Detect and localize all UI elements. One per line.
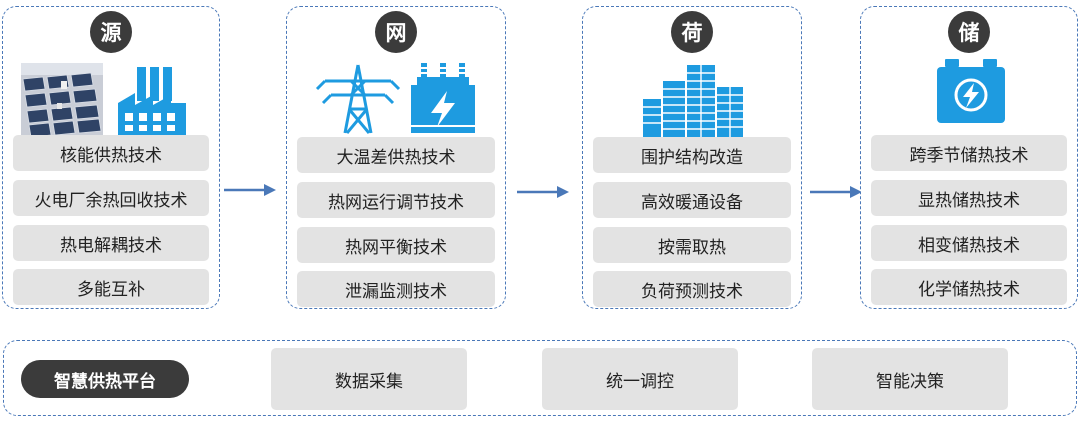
platform-feature: 统一调控 [542, 348, 738, 410]
stage-badge-storage: 储 [948, 11, 990, 53]
battery-storage-icon [937, 59, 1005, 123]
stage-source-panel: 源 [2, 6, 220, 309]
stage-badge-load: 荷 [671, 11, 713, 53]
tech-item: 泄漏监测技术 [297, 271, 495, 307]
tech-item: 核能供热技术 [13, 135, 209, 171]
flow-arrow-icon [224, 184, 276, 196]
tech-item: 热网平衡技术 [297, 227, 495, 263]
smart-heating-platform-panel: 智慧供热平台 数据采集 统一调控 智能决策 [3, 340, 1077, 416]
stage-storage-panel: 储 跨季节储热技术 显热储热技术 相变储热技术 化学储热技术 [860, 6, 1078, 309]
tech-item: 多能互补 [13, 269, 209, 305]
tech-item: 围护结构改造 [593, 137, 791, 173]
tech-item: 按需取热 [593, 227, 791, 263]
stage-badge-grid: 网 [375, 11, 417, 53]
tech-item: 火电厂余热回收技术 [13, 180, 209, 216]
transformer-icon [411, 63, 475, 133]
stage-storage-icons [861, 59, 1077, 135]
stage-grid-panel: 网 [286, 6, 506, 309]
city-buildings-icon [643, 65, 743, 137]
stage-grid-icons [287, 59, 505, 135]
tech-item: 高效暖通设备 [593, 182, 791, 218]
stage-source-icons [3, 59, 219, 137]
tech-item: 化学储热技术 [871, 269, 1067, 305]
stage-load-panel: 荷 围护结构改造 高效暖通设备 按需取热 负 [582, 6, 802, 309]
tech-item: 显热储热技术 [871, 180, 1067, 216]
tech-item: 跨季节储热技术 [871, 135, 1067, 171]
stage-badge-source: 源 [90, 11, 132, 53]
platform-title: 智慧供热平台 [21, 360, 189, 398]
stage-load-icons [583, 59, 801, 137]
platform-feature: 智能决策 [812, 348, 1008, 410]
tech-item: 热网运行调节技术 [297, 182, 495, 218]
flow-arrow-icon [517, 186, 569, 198]
factory-icon [118, 67, 186, 135]
tech-item: 大温差供热技术 [297, 137, 495, 173]
platform-feature: 数据采集 [271, 348, 467, 410]
tech-item: 负荷预测技术 [593, 271, 791, 307]
flow-arrow-icon [810, 186, 862, 198]
tech-item: 相变储热技术 [871, 225, 1067, 261]
solar-panel-field-icon [21, 63, 103, 137]
power-tower-icon [315, 64, 401, 134]
tech-item: 热电解耦技术 [13, 225, 209, 261]
